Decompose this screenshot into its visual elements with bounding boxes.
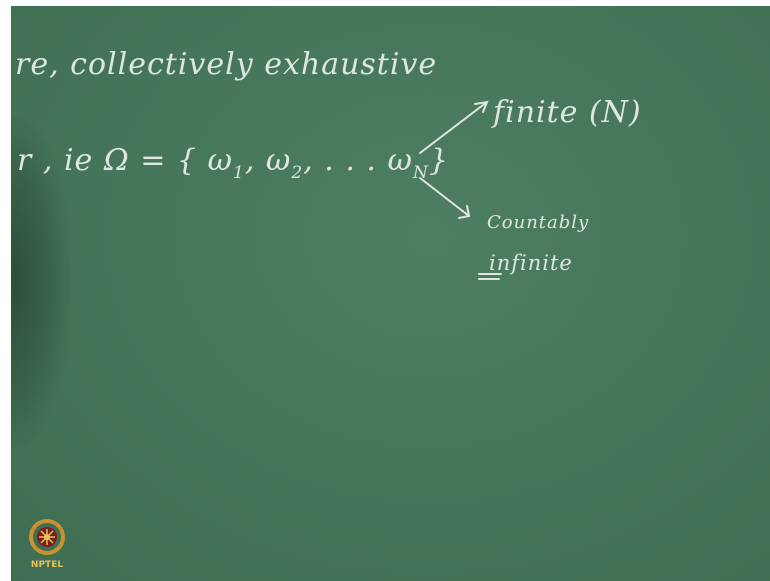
sample-space-close: } <box>428 143 449 178</box>
sample-space-ellipsis: , . . . ω <box>303 143 413 178</box>
chalkboard: re, collectively exhaustive r , ie Ω = {… <box>11 6 770 581</box>
chalk-finite: finite (N) <box>493 95 642 130</box>
chalk-line-collectively-exhaustive: re, collectively exhaustive <box>15 47 438 82</box>
subscript-1: 1 <box>233 163 245 183</box>
arrow-to-finite <box>419 101 488 154</box>
presenter-shadow <box>11 116 71 446</box>
chalk-countably: Countably <box>487 212 590 233</box>
nptel-logo: NPTEL <box>22 513 72 573</box>
chalk-arrows <box>419 100 502 280</box>
subscript-n: N <box>412 163 429 183</box>
nptel-logo-text: NPTEL <box>30 560 64 570</box>
underline-infinite <box>478 273 502 280</box>
chalk-infinite: infinite <box>489 251 573 275</box>
nptel-emblem-icon <box>29 519 65 555</box>
sample-space-mid: , ω <box>244 143 292 178</box>
chalk-line-sample-space: r , ie Ω = { ω1, ω2, . . . ωN} <box>17 143 449 182</box>
subscript-2: 2 <box>291 163 304 183</box>
arrowhead-finite <box>474 100 489 113</box>
sample-space-prefix: r , ie Ω = { ω <box>17 143 234 178</box>
arrow-to-countably <box>419 177 470 217</box>
arrowhead-countably <box>458 205 471 219</box>
